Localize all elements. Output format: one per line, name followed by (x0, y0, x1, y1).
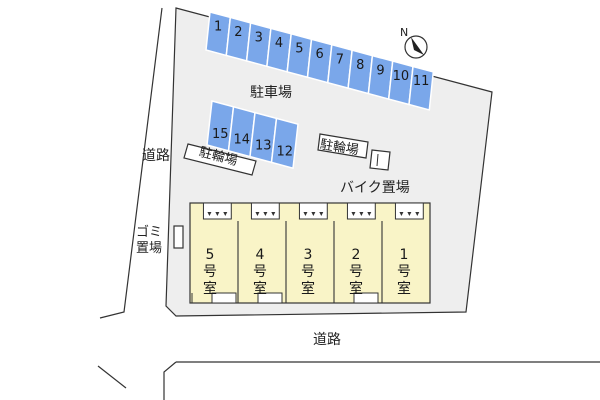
unit-label: 室 (203, 280, 217, 297)
parking-slot-number: 13 (255, 139, 272, 154)
svg-text:ゴミ: ゴミ (136, 224, 162, 240)
bicycle-parking-right-label: 駐輪場 (319, 136, 360, 158)
parking-slot-number: 1 (214, 20, 222, 35)
unit-label: 室 (301, 280, 315, 297)
road-edge-left (99, 7, 163, 319)
parking-slot-number: 5 (295, 42, 303, 57)
bike-area-label: バイク置場 (340, 180, 410, 196)
bicycle-parking-right (317, 133, 369, 159)
parking-row-middle: 15 14 13 12 (206, 100, 299, 170)
parking-slot-number: 15 (212, 127, 229, 142)
road-curb-bottom-left (97, 365, 127, 389)
bicycle-parking-left (183, 143, 257, 176)
parking-slot-number: 8 (356, 58, 364, 73)
unit-label: 5 (206, 247, 215, 263)
unit-label: 1 (400, 247, 409, 263)
unit-label: 号 (397, 264, 411, 280)
garbage-bin (173, 225, 184, 249)
road-left-label: 道路 (142, 148, 170, 164)
parking-slot-number: 7 (336, 52, 344, 67)
parking-slot (270, 117, 299, 170)
compass-letter: N (400, 26, 408, 39)
north-arrow-icon: N (400, 26, 428, 59)
parking-slot-number: 2 (234, 25, 242, 40)
bike-shelter-box (369, 149, 391, 171)
unit-label: 3 (304, 247, 313, 263)
parking-slot (408, 65, 435, 111)
parking-slot-number: 3 (255, 31, 263, 46)
parking-slot-number: 11 (413, 74, 430, 89)
parking-slot-number: 12 (276, 144, 293, 159)
parking-slot-number: 4 (275, 36, 283, 51)
road-bottom-label: 道路 (313, 332, 341, 348)
parking-slot-number: 9 (376, 63, 384, 78)
unit-label: 2 (352, 247, 361, 263)
unit-label: 号 (253, 264, 267, 280)
parking-slot-number: 6 (316, 47, 324, 62)
unit-label: 室 (349, 280, 363, 297)
parking-slot-number: 14 (233, 133, 250, 148)
svg-text:置場: 置場 (136, 241, 162, 256)
garbage-area-label: ゴミ 置場 (136, 224, 162, 256)
parking-slot-number: 10 (393, 69, 410, 84)
unit-label: 室 (397, 280, 411, 297)
unit-label: 号 (203, 264, 217, 280)
parking-lot-label: 駐車場 (250, 84, 292, 101)
unit-label: 号 (349, 264, 363, 280)
unit-label: 室 (253, 280, 267, 297)
unit-label: 号 (301, 264, 315, 280)
road-corner-bottom (163, 361, 177, 400)
unit-label: 4 (256, 247, 265, 263)
